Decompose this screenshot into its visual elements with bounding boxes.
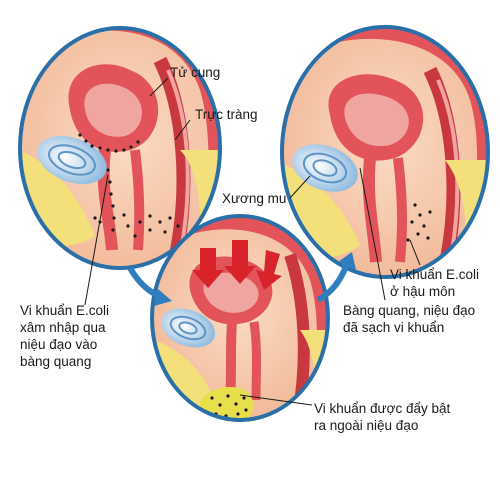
label-rectum: Trực tràng	[195, 107, 258, 122]
panel-clean	[280, 25, 490, 279]
leader-lines	[84, 77, 421, 406]
label-ecoli-expelled: Vi khuẩn được đẩy bật ra ngoài niệu đạo	[314, 401, 451, 433]
label-ecoli-enter: Vi khuẩn E.coli xâm nhập qua niệu đạo và…	[20, 303, 110, 369]
label-pubic-bone: Xương mu	[222, 191, 287, 206]
label-uterus: Tử cung	[170, 65, 221, 80]
label-ecoli-anus: Vi khuẩn E.coli ở hậu môn	[390, 267, 480, 299]
pressure-arrows	[192, 240, 282, 290]
panel-flushing	[150, 214, 330, 422]
label-bladder-clean: Bàng quang, niệu đạo đã sạch vi khuẩn	[343, 303, 476, 335]
flow-arrows	[127, 252, 356, 306]
